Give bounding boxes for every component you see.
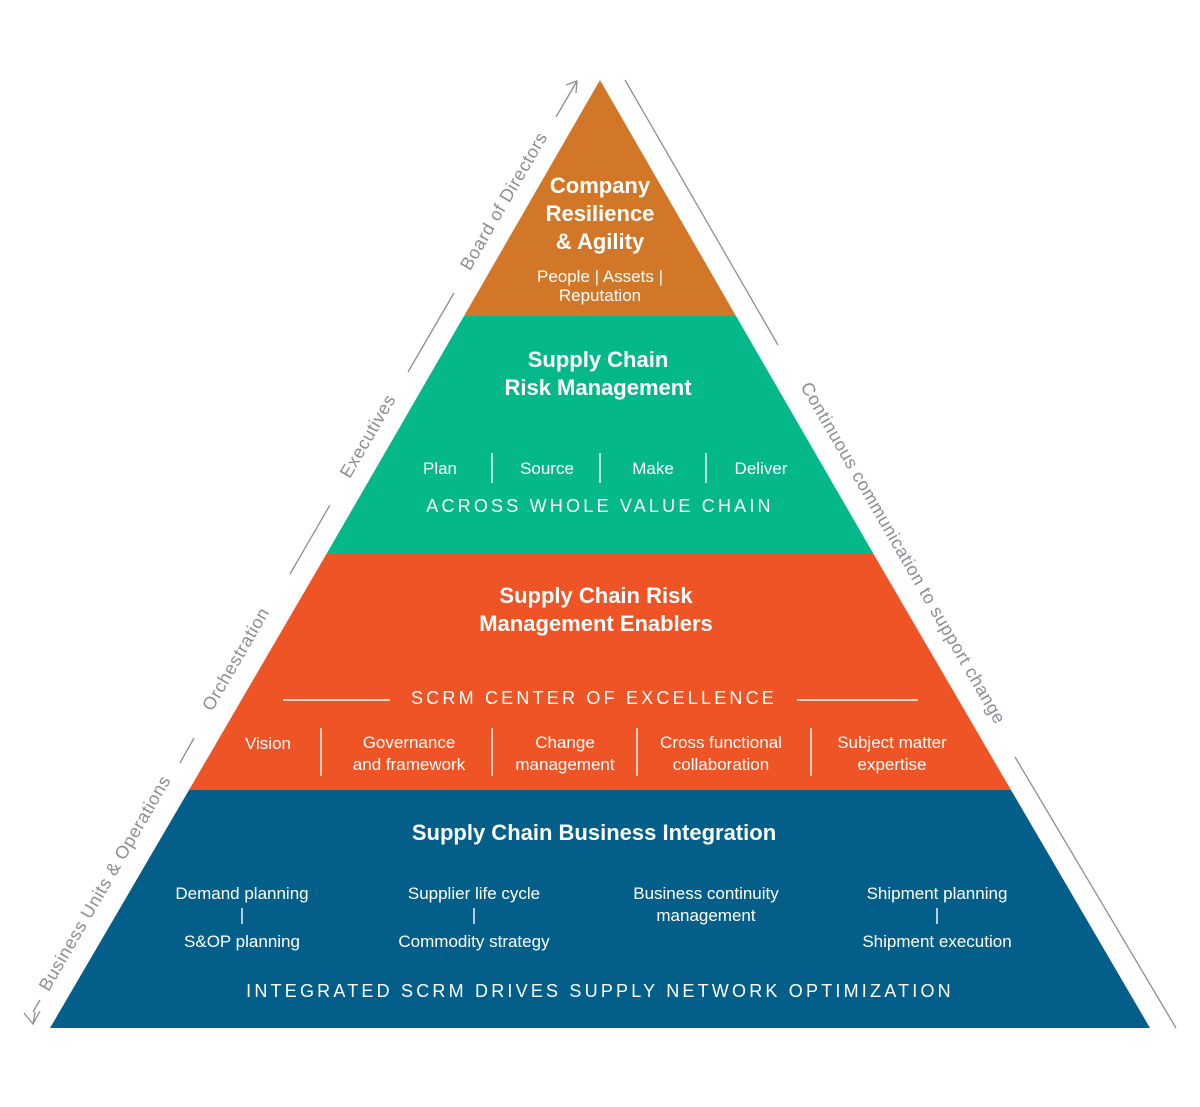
tier-4-column-supplier-top: Supplier life cycle: [408, 884, 540, 903]
tier-3-item-governance: and framework: [353, 755, 466, 774]
tier-4-column-demand-top: Demand planning: [175, 884, 308, 903]
left-axis-segment: [179, 737, 195, 764]
left-axis-segment: [407, 292, 455, 373]
right-axis-lower-line: [1014, 756, 1177, 1029]
tier-1-resilience: [464, 80, 736, 316]
tier-2-item: Deliver: [735, 459, 788, 478]
tier-1-title-line: Company: [550, 173, 651, 198]
left-axis-arrow-down-icon: [23, 1011, 36, 1026]
tier-3-title-line: Management Enablers: [479, 611, 713, 636]
tier-2-item: Source: [520, 459, 574, 478]
tier-4-column-demand-bottom: S&OP planning: [184, 932, 300, 951]
tier-2-title-line: Risk Management: [504, 375, 692, 400]
tier-4-column-continuity: management: [656, 906, 756, 925]
tier-3-coe-label: SCRM CENTER OF EXCELLENCE: [411, 688, 777, 708]
tier-4-business-integration: [50, 790, 1150, 1028]
tier-1-title-line: & Agility: [556, 229, 645, 254]
left-axis-segment: [32, 999, 41, 1013]
tier-1-subtitle-line: Reputation: [559, 286, 641, 305]
tier-3-title-line: Supply Chain Risk: [499, 583, 693, 608]
tier-3-item-change: management: [515, 755, 615, 774]
left-axis-segment: [289, 504, 331, 575]
tier-3-item-expertise: Subject matter: [837, 733, 947, 752]
tier-1-subtitle-line: People | Assets |: [537, 267, 663, 286]
tier-3-item-governance: Governance: [363, 733, 456, 752]
tier-2-item: Plan: [423, 459, 457, 478]
tier-2-item: Make: [632, 459, 674, 478]
left-axis-arrow-tail: [32, 1010, 41, 1025]
tier-2-title-line: Supply Chain: [528, 347, 669, 372]
tier-2-caption: ACROSS WHOLE VALUE CHAIN: [426, 496, 774, 516]
tier-4-caption: INTEGRATED SCRM DRIVES SUPPLY NETWORK OP…: [246, 981, 954, 1001]
tier-3-item-collaboration: Cross functional: [660, 733, 782, 752]
tier-3-item-change: Change: [535, 733, 595, 752]
tier-3-item-vision: Vision: [245, 734, 291, 753]
left-axis-arrow-up-icon: [565, 80, 578, 94]
tier-1-title-line: Resilience: [546, 201, 655, 226]
tier-4-title: Supply Chain Business Integration: [412, 820, 776, 845]
left-axis-segment: [555, 80, 578, 118]
tier-4-column-continuity: Business continuity: [633, 884, 779, 903]
tier-3-item-expertise: expertise: [858, 755, 927, 774]
left-axis: [32, 80, 578, 1013]
right-axis-upper-line: [624, 79, 779, 346]
tier-3-item-collaboration: collaboration: [673, 755, 769, 774]
tier-3-enablers: [189, 553, 1011, 790]
tier-4-column-shipment-top: Shipment planning: [867, 884, 1008, 903]
tier-4-column-supplier-bottom: Commodity strategy: [398, 932, 550, 951]
tier-2-risk-management: [327, 316, 873, 553]
tier-4-column-shipment-bottom: Shipment execution: [862, 932, 1011, 951]
